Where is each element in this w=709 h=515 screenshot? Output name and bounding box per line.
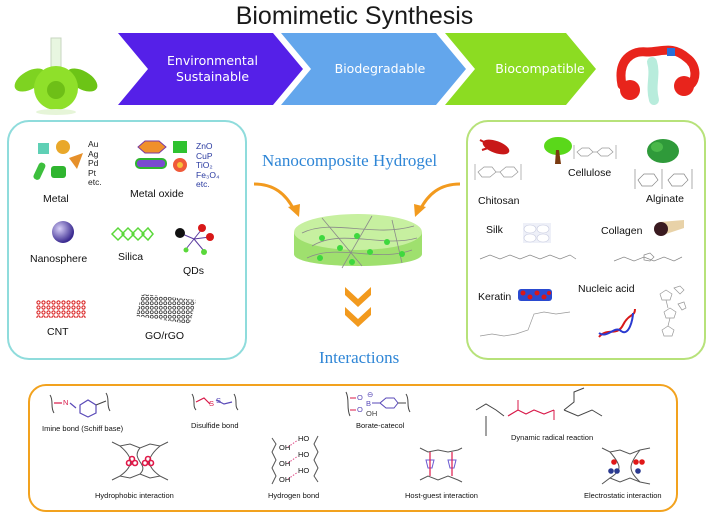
label-disulfide-bond: Disulfide bond [191,421,239,430]
alginate-structure-icon [634,169,693,189]
label-metal: Metal [43,193,69,205]
step-label-line2: Sustainable [175,69,250,84]
imine-n-label: N [63,398,69,407]
collagen-fiber-icon [654,220,684,236]
silica-icon [110,226,154,242]
h-ho-label-2: HO [298,450,310,459]
label-qds: QDs [183,265,204,277]
label-electrostatic-interaction: Electrostatic interaction [584,491,662,500]
label-cnt: CNT [47,326,69,338]
nanocomposite-hydrogel-title: Nanocomposite Hydrogel [262,151,438,170]
step-label-biocompatible: Biocompatible [495,61,585,76]
protein-structure-icon [616,45,700,105]
label-borate-catecol: Borate-catecol [356,421,405,430]
green-flask-icon [14,37,98,115]
label-silica: Silica [118,251,144,263]
hydrogen-bond-structure-icon [271,435,319,485]
element-pt: Pt [88,167,97,178]
crayfish-icon [479,139,510,155]
label-go-rgo: GO/rGO [145,330,185,342]
element-pd: Pd [88,158,99,168]
chitosan-structure-icon [474,164,522,180]
element-ag: Ag [88,148,99,159]
metal-oxide-list: ZnO CuP TiO₂ Fe₃O₄ etc. [196,141,220,190]
silk-peptide-structure-icon [479,254,577,260]
cellulose-structure-icon [573,145,617,159]
nucleic-acid-structure-icon [659,285,687,337]
keratin-helix-icon [518,289,552,301]
keratin-structure-icon [479,311,571,337]
imine-bond-structure-icon [49,392,111,418]
metal-nanoparticles-icon [33,140,83,180]
element-etc: etc. [88,177,102,187]
hydrogel-disc-icon [294,214,422,269]
banner-arrows [118,33,596,105]
borate-o2-label: O [357,405,363,414]
step-arrow-biocompatible [445,33,596,105]
label-alginate: Alginate [646,193,684,205]
electrostatic-interaction-structure-icon [601,447,651,485]
metal-element-list: Au Ag Pd Pt etc. [88,139,102,188]
label-host-guest-interaction: Host-guest interaction [405,491,478,500]
borate-minus-label: ⊖ [367,390,374,399]
step-label-environmental: Environmental Sustainable [150,53,275,85]
step-label-biodegradable: Biodegradable [334,61,426,76]
oxide-zno: ZnO [196,141,213,151]
quantum-dots-icon [175,224,214,255]
h-oh-label-2: OH [279,459,291,468]
h-ho-label-1: HO [298,434,310,443]
disulfide-s2-label: S [216,396,222,405]
disulfide-bond-structure-icon [191,393,239,411]
dynamic-radical-structure-icon [475,387,603,436]
step-arrow-biodegradable [281,33,466,105]
silk-cocoon-icon [523,223,551,243]
host-guest-interaction-structure-icon [419,447,463,483]
element-au: Au [88,139,99,149]
dna-double-helix-icon [598,308,636,338]
graphene-oxide-icon [136,294,196,324]
label-hydrogen-bond: Hydrogen bond [268,491,320,500]
hydrophobic-interaction-structure-icon [111,441,169,481]
borate-catecol-structure-icon [345,391,411,417]
carbon-nanotube-icon [36,300,86,318]
label-silk: Silk [486,224,503,236]
borate-o1-label: O [357,393,363,402]
interactions-title: Interactions [319,348,400,367]
label-cellulose: Cellulose [568,167,612,179]
page-title: Biomimetic Synthesis [235,2,474,30]
oxide-tio2: TiO₂ [196,160,213,170]
nanosphere-icon [52,221,74,243]
label-imine-bond: Imine bond (Schiff base) [42,424,124,433]
step-arrow-environmental [118,33,303,105]
label-collagen: Collagen [601,225,643,237]
label-nucleic-acid: Nucleic acid [578,283,635,295]
collagen-peptide-structure-icon [613,252,683,262]
oxide-etc: etc. [196,179,210,189]
h-oh-label-1: OH [279,443,291,452]
borate-oh-label: OH [366,409,378,418]
label-dynamic-radical: Dynamic radical reaction [511,433,594,442]
label-hydrophobic-interaction: Hydrophobic interaction [95,491,174,500]
borate-b-label: B [366,399,372,408]
disulfide-s1-label: S [209,399,215,408]
label-metal-oxide: Metal oxide [130,188,184,200]
seaweed-icon [647,139,679,163]
label-nanosphere: Nanosphere [30,253,88,265]
h-oh-label-3: OH [279,475,291,484]
orange-curved-arrows [253,182,461,217]
oxide-cup: CuP [196,150,213,161]
label-keratin: Keratin [478,291,512,303]
h-ho-label-3: HO [298,466,310,475]
double-chevron-down-icon [345,287,371,327]
tree-icon [544,137,572,164]
metal-oxide-nanoparticles-icon [135,140,187,172]
step-label-line1: Environmental [167,53,258,68]
oxide-fe3o4: Fe₃O₄ [196,169,220,180]
label-chitosan: Chitosan [478,195,520,207]
